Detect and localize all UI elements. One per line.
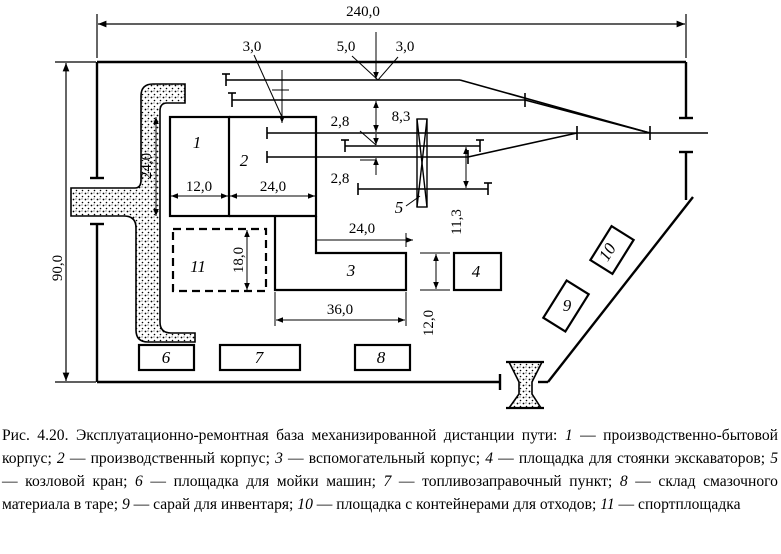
- building-11: [171, 227, 268, 293]
- gantry-crane: [416, 118, 428, 208]
- caption-item-number: 2: [56, 450, 65, 467]
- caption-item-number: 10: [297, 496, 313, 513]
- building-3: [273, 216, 408, 292]
- label-10: 10: [595, 239, 620, 264]
- label-9: 9: [563, 296, 572, 315]
- caption-item-text: — площадка с контейнерами для отходов;: [312, 496, 601, 513]
- rail-tracks: [222, 73, 708, 195]
- dim-11-3: 11,3: [449, 209, 465, 235]
- caption-item-text: — спортплощадка: [614, 496, 741, 513]
- caption-item-text: — площадка для стоянки экскаваторов;: [492, 450, 771, 467]
- caption-item-text: — склад смазочного материала в таре;: [2, 473, 778, 513]
- dim-12-0-building-1: 12,0: [186, 179, 212, 195]
- dim-5-0: 5,0: [337, 39, 356, 55]
- caption-item-number: 3: [275, 450, 283, 467]
- dim-24-0-building-2: 24,0: [260, 179, 286, 195]
- building-2: [229, 115, 318, 218]
- caption-item-number: 4: [485, 450, 493, 467]
- label-7: 7: [255, 348, 265, 367]
- building-6: [137, 343, 196, 372]
- dimension-lines: [153, 32, 469, 326]
- caption-item-text: — производственный корпус;: [64, 450, 276, 467]
- caption-item-text: — сарай для инвентаря;: [129, 496, 298, 513]
- caption-item-text: — производственно-бытовой корпус;: [2, 427, 778, 467]
- label-8: 8: [377, 348, 386, 367]
- building-7: [218, 343, 302, 372]
- dim-2-8-bottom: 2,8: [331, 171, 350, 187]
- site-fence: [90, 60, 694, 390]
- label-2: 2: [240, 151, 249, 170]
- caption-item-number: 6: [135, 473, 143, 490]
- building-10: [588, 224, 636, 276]
- dim-total-width: 240,0: [346, 4, 380, 20]
- label-4: 4: [472, 262, 481, 281]
- caption-item-text: — топливозаправочный пункт;: [391, 473, 620, 490]
- label-5: 5: [395, 198, 404, 217]
- dim-12-0-building-3: 12,0: [421, 310, 437, 336]
- dim-3-0-right: 3,0: [396, 39, 415, 55]
- dim-3-0-left: 3,0: [243, 39, 262, 55]
- caption-item-text: — козловой кран;: [2, 473, 136, 490]
- label-1: 1: [193, 133, 202, 152]
- building-8: [353, 343, 412, 372]
- caption-item-number: 7: [383, 473, 392, 490]
- road-network: [70, 83, 544, 410]
- caption-item-number: 1: [564, 427, 573, 444]
- label-3: 3: [346, 261, 356, 280]
- figure-caption: Рис. 4.20. Эксплуатационно-ремонтная баз…: [2, 424, 778, 516]
- building-4: [452, 251, 503, 292]
- dim-36-0: 36,0: [327, 302, 353, 318]
- dim-24-0-vertical: 24,0: [139, 153, 155, 179]
- caption-item-number: 5: [770, 450, 779, 467]
- site-plan-drawing: 240,0 90,0 3,0 5,0 3,0 8,3 2,8 2,8 24,0 …: [50, 4, 708, 410]
- label-6: 6: [162, 348, 171, 367]
- building-9: [541, 278, 591, 334]
- caption-item-number: 9: [121, 496, 130, 513]
- dim-2-8-top: 2,8: [331, 114, 350, 130]
- caption-item-text: — вспомогательный корпус;: [282, 450, 486, 467]
- dim-18-0: 18,0: [231, 247, 247, 273]
- label-11: 11: [190, 257, 206, 276]
- caption-item-text: — площадка для мойки машин;: [142, 473, 384, 490]
- caption-item-number: 8: [619, 473, 628, 490]
- building-1: [168, 115, 231, 218]
- dim-8-3: 8,3: [392, 109, 411, 125]
- caption-item-number: 11: [600, 496, 615, 513]
- caption-prefix: Рис. 4.20. Эксплуатационно-ремонтная баз…: [2, 427, 558, 444]
- dim-24-0-building-3: 24,0: [349, 221, 375, 237]
- dim-total-height: 90,0: [50, 255, 66, 281]
